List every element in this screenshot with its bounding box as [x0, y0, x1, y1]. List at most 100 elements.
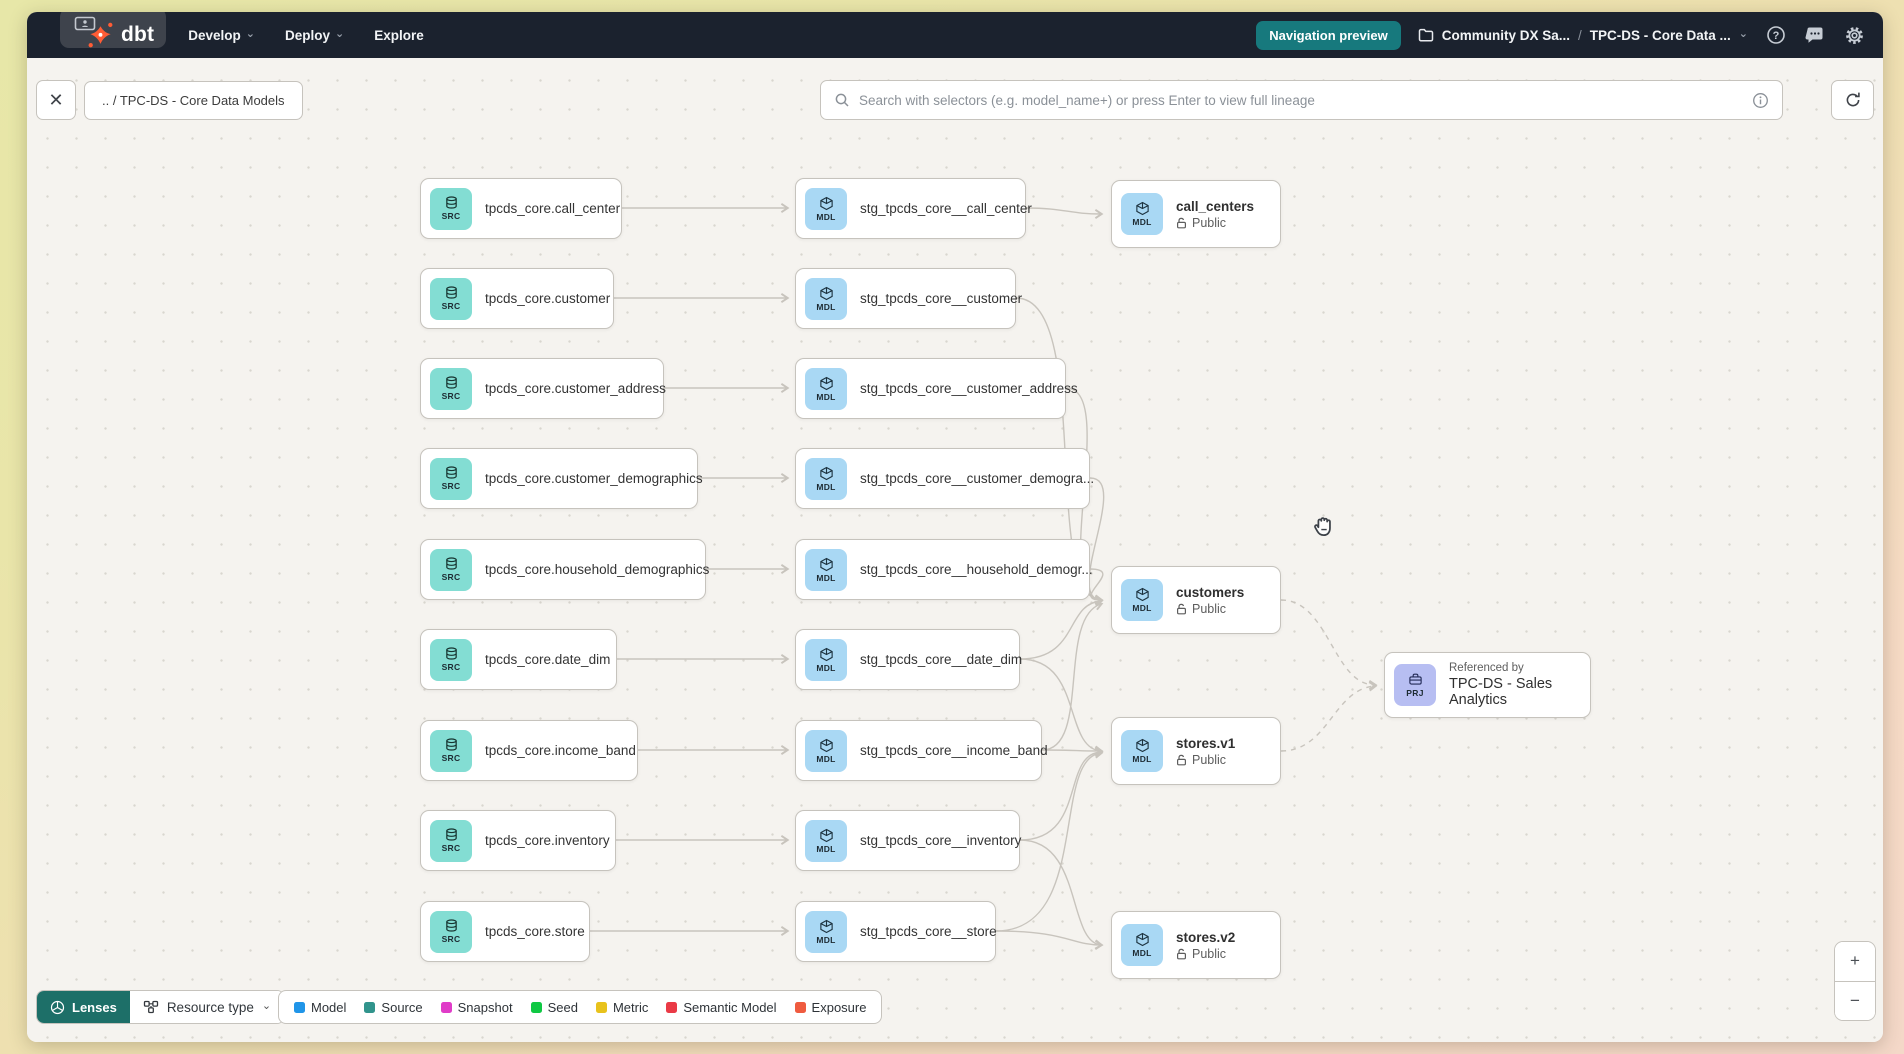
legend-item-metric: Metric [595, 1000, 648, 1015]
source-icon: SRC [430, 277, 472, 320]
model-icon: MDL [1121, 730, 1163, 772]
unlock-icon [1177, 217, 1187, 228]
legend-item-model: Model [294, 1000, 346, 1015]
source-node-customer-demographics[interactable]: SRC tpcds_core.customer_demographics [420, 448, 703, 509]
source-icon: SRC [430, 638, 472, 681]
navigation-preview-badge[interactable]: Navigation preview [1256, 20, 1401, 50]
lineage-breadcrumb-chip[interactable]: .. / TPC-DS - Core Data Models [84, 81, 303, 120]
source-icon: SRC [430, 729, 472, 772]
model-icon: MDL [1121, 579, 1163, 621]
source-icon: SRC [430, 367, 472, 410]
help-icon[interactable]: ? [1765, 24, 1787, 46]
source-node-household-demographics[interactable]: SRC tpcds_core.household_demographics [420, 539, 709, 600]
source-icon: SRC [430, 187, 472, 230]
refresh-button[interactable] [1831, 80, 1874, 120]
model-node-stg-call-center[interactable]: MDL stg_tpcds_core__call_center [795, 178, 1032, 239]
model-node-stg-household-demographics[interactable]: MDL stg_tpcds_core__household_demogr... [795, 539, 1093, 600]
model-icon: MDL [1121, 193, 1163, 235]
legend-item-exposure: Exposure [794, 1000, 866, 1015]
model-icon: MDL [805, 729, 847, 772]
grab-cursor [1314, 517, 1331, 537]
screen-share-icon [74, 16, 96, 31]
source-node-income-band[interactable]: SRC tpcds_core.income_band [420, 720, 638, 781]
access-row: Public [1176, 602, 1244, 616]
model-node-stores-v1[interactable]: MDL stores.v1 Public [1111, 717, 1281, 785]
model-icon: MDL [805, 910, 847, 953]
legend-item-source: Source [364, 1000, 423, 1015]
project-node-sales-analytics[interactable]: PRJ Referenced by TPC-DS - Sales Analyti… [1384, 652, 1591, 718]
breadcrumb-account[interactable]: Community DX Sa... [1441, 27, 1570, 43]
breadcrumb: Community DX Sa... / TPC-DS - Core Data … [1418, 28, 1748, 43]
top-navbar: dbt Develop ⌄ Deploy ⌄ Explore Navigatio… [27, 12, 1883, 58]
model-icon: MDL [805, 457, 847, 500]
resource-type-dropdown[interactable]: Resource type ⌄ [129, 991, 285, 1023]
source-icon: SRC [430, 548, 472, 591]
zoom-in-button[interactable]: + [1835, 942, 1875, 982]
access-row: Public [1176, 947, 1235, 961]
gear-icon[interactable] [1843, 24, 1865, 46]
project-icon: PRJ [1394, 664, 1436, 706]
model-node-customers[interactable]: MDL customers Public [1111, 566, 1281, 634]
model-node-stg-inventory[interactable]: MDL stg_tpcds_core__inventory [795, 810, 1021, 871]
chevron-down-icon: ⌄ [335, 28, 345, 40]
source-node-call-center[interactable]: SRC tpcds_core.call_center [420, 178, 622, 239]
legend-item-seed: Seed [530, 1000, 578, 1015]
dbt-logo[interactable]: dbt [87, 22, 154, 49]
menu-explore[interactable]: Explore [374, 27, 424, 43]
legend-item-snapshot: Snapshot [440, 1000, 513, 1015]
zoom-controls: + − [1834, 941, 1876, 1021]
info-icon[interactable] [1752, 92, 1769, 109]
legend-item-semantic-model: Semantic Model [666, 1000, 777, 1015]
model-icon: MDL [805, 187, 847, 230]
close-lineage-button[interactable]: ✕ [36, 80, 76, 120]
source-node-inventory[interactable]: SRC tpcds_core.inventory [420, 810, 616, 871]
access-row: Public [1176, 753, 1235, 767]
app-window: dbt Develop ⌄ Deploy ⌄ Explore Navigatio… [27, 12, 1883, 1042]
lenses-icon [50, 1000, 65, 1014]
legend-swatch [530, 1001, 542, 1013]
zoom-out-button[interactable]: − [1835, 981, 1875, 1020]
navbar-right: Navigation preview Community DX Sa... / … [1256, 20, 1865, 50]
menu-deploy[interactable]: Deploy ⌄ [285, 27, 345, 43]
chevron-down-icon: ⌄ [261, 1000, 272, 1012]
model-node-stg-date-dim[interactable]: MDL stg_tpcds_core__date_dim [795, 629, 1022, 690]
unlock-icon [1177, 603, 1187, 614]
refresh-icon [1846, 92, 1860, 107]
legend-swatch [794, 1001, 806, 1013]
legend-swatch [440, 1001, 452, 1013]
model-node-stg-customer-demographics[interactable]: MDL stg_tpcds_core__customer_demogra... [795, 448, 1094, 509]
source-node-customer[interactable]: SRC tpcds_core.customer [420, 268, 614, 329]
main-menu: Develop ⌄ Deploy ⌄ Explore [188, 28, 424, 43]
source-icon: SRC [430, 910, 472, 953]
model-icon: MDL [805, 277, 847, 320]
model-icon: MDL [805, 819, 847, 862]
svg-text:?: ? [1773, 30, 1780, 42]
search-input[interactable] [859, 92, 1743, 108]
folder-icon [1418, 28, 1433, 42]
model-node-stg-customer-address[interactable]: MDL stg_tpcds_core__customer_address [795, 358, 1078, 419]
model-node-stg-customer[interactable]: MDL stg_tpcds_core__customer [795, 268, 1022, 329]
model-icon: MDL [805, 367, 847, 410]
lineage-search [820, 80, 1783, 120]
breadcrumb-project[interactable]: TPC-DS - Core Data ... [1589, 27, 1731, 43]
source-node-store[interactable]: SRC tpcds_core.store [420, 901, 590, 962]
model-node-stores-v2[interactable]: MDL stores.v2 Public [1111, 911, 1281, 979]
feedback-icon[interactable] [1804, 24, 1826, 46]
model-node-call-centers[interactable]: MDL call_centers Public [1111, 180, 1281, 248]
legend-swatch [294, 1001, 305, 1013]
menu-develop[interactable]: Develop ⌄ [188, 27, 255, 43]
unlock-icon [1177, 948, 1187, 959]
access-row: Public [1176, 216, 1254, 230]
source-node-date-dim[interactable]: SRC tpcds_core.date_dim [420, 629, 617, 690]
lineage-canvas[interactable]: ✕ .. / TPC-DS - Core Data Models [27, 58, 1883, 1042]
legend-swatch [364, 1001, 376, 1013]
lenses-button[interactable]: Lenses [37, 991, 130, 1023]
resource-legend: Model Source Snapshot Seed Metric Semant… [278, 990, 883, 1024]
chevron-down-icon[interactable]: ⌄ [1738, 28, 1748, 40]
dbt-logo-icon [88, 22, 113, 47]
source-node-customer-address[interactable]: SRC tpcds_core.customer_address [420, 358, 666, 419]
model-icon: MDL [805, 638, 847, 681]
model-node-stg-income-band[interactable]: MDL stg_tpcds_core__income_band [795, 720, 1048, 781]
model-node-stg-store[interactable]: MDL stg_tpcds_core__store [795, 901, 997, 962]
search-icon [835, 93, 849, 107]
